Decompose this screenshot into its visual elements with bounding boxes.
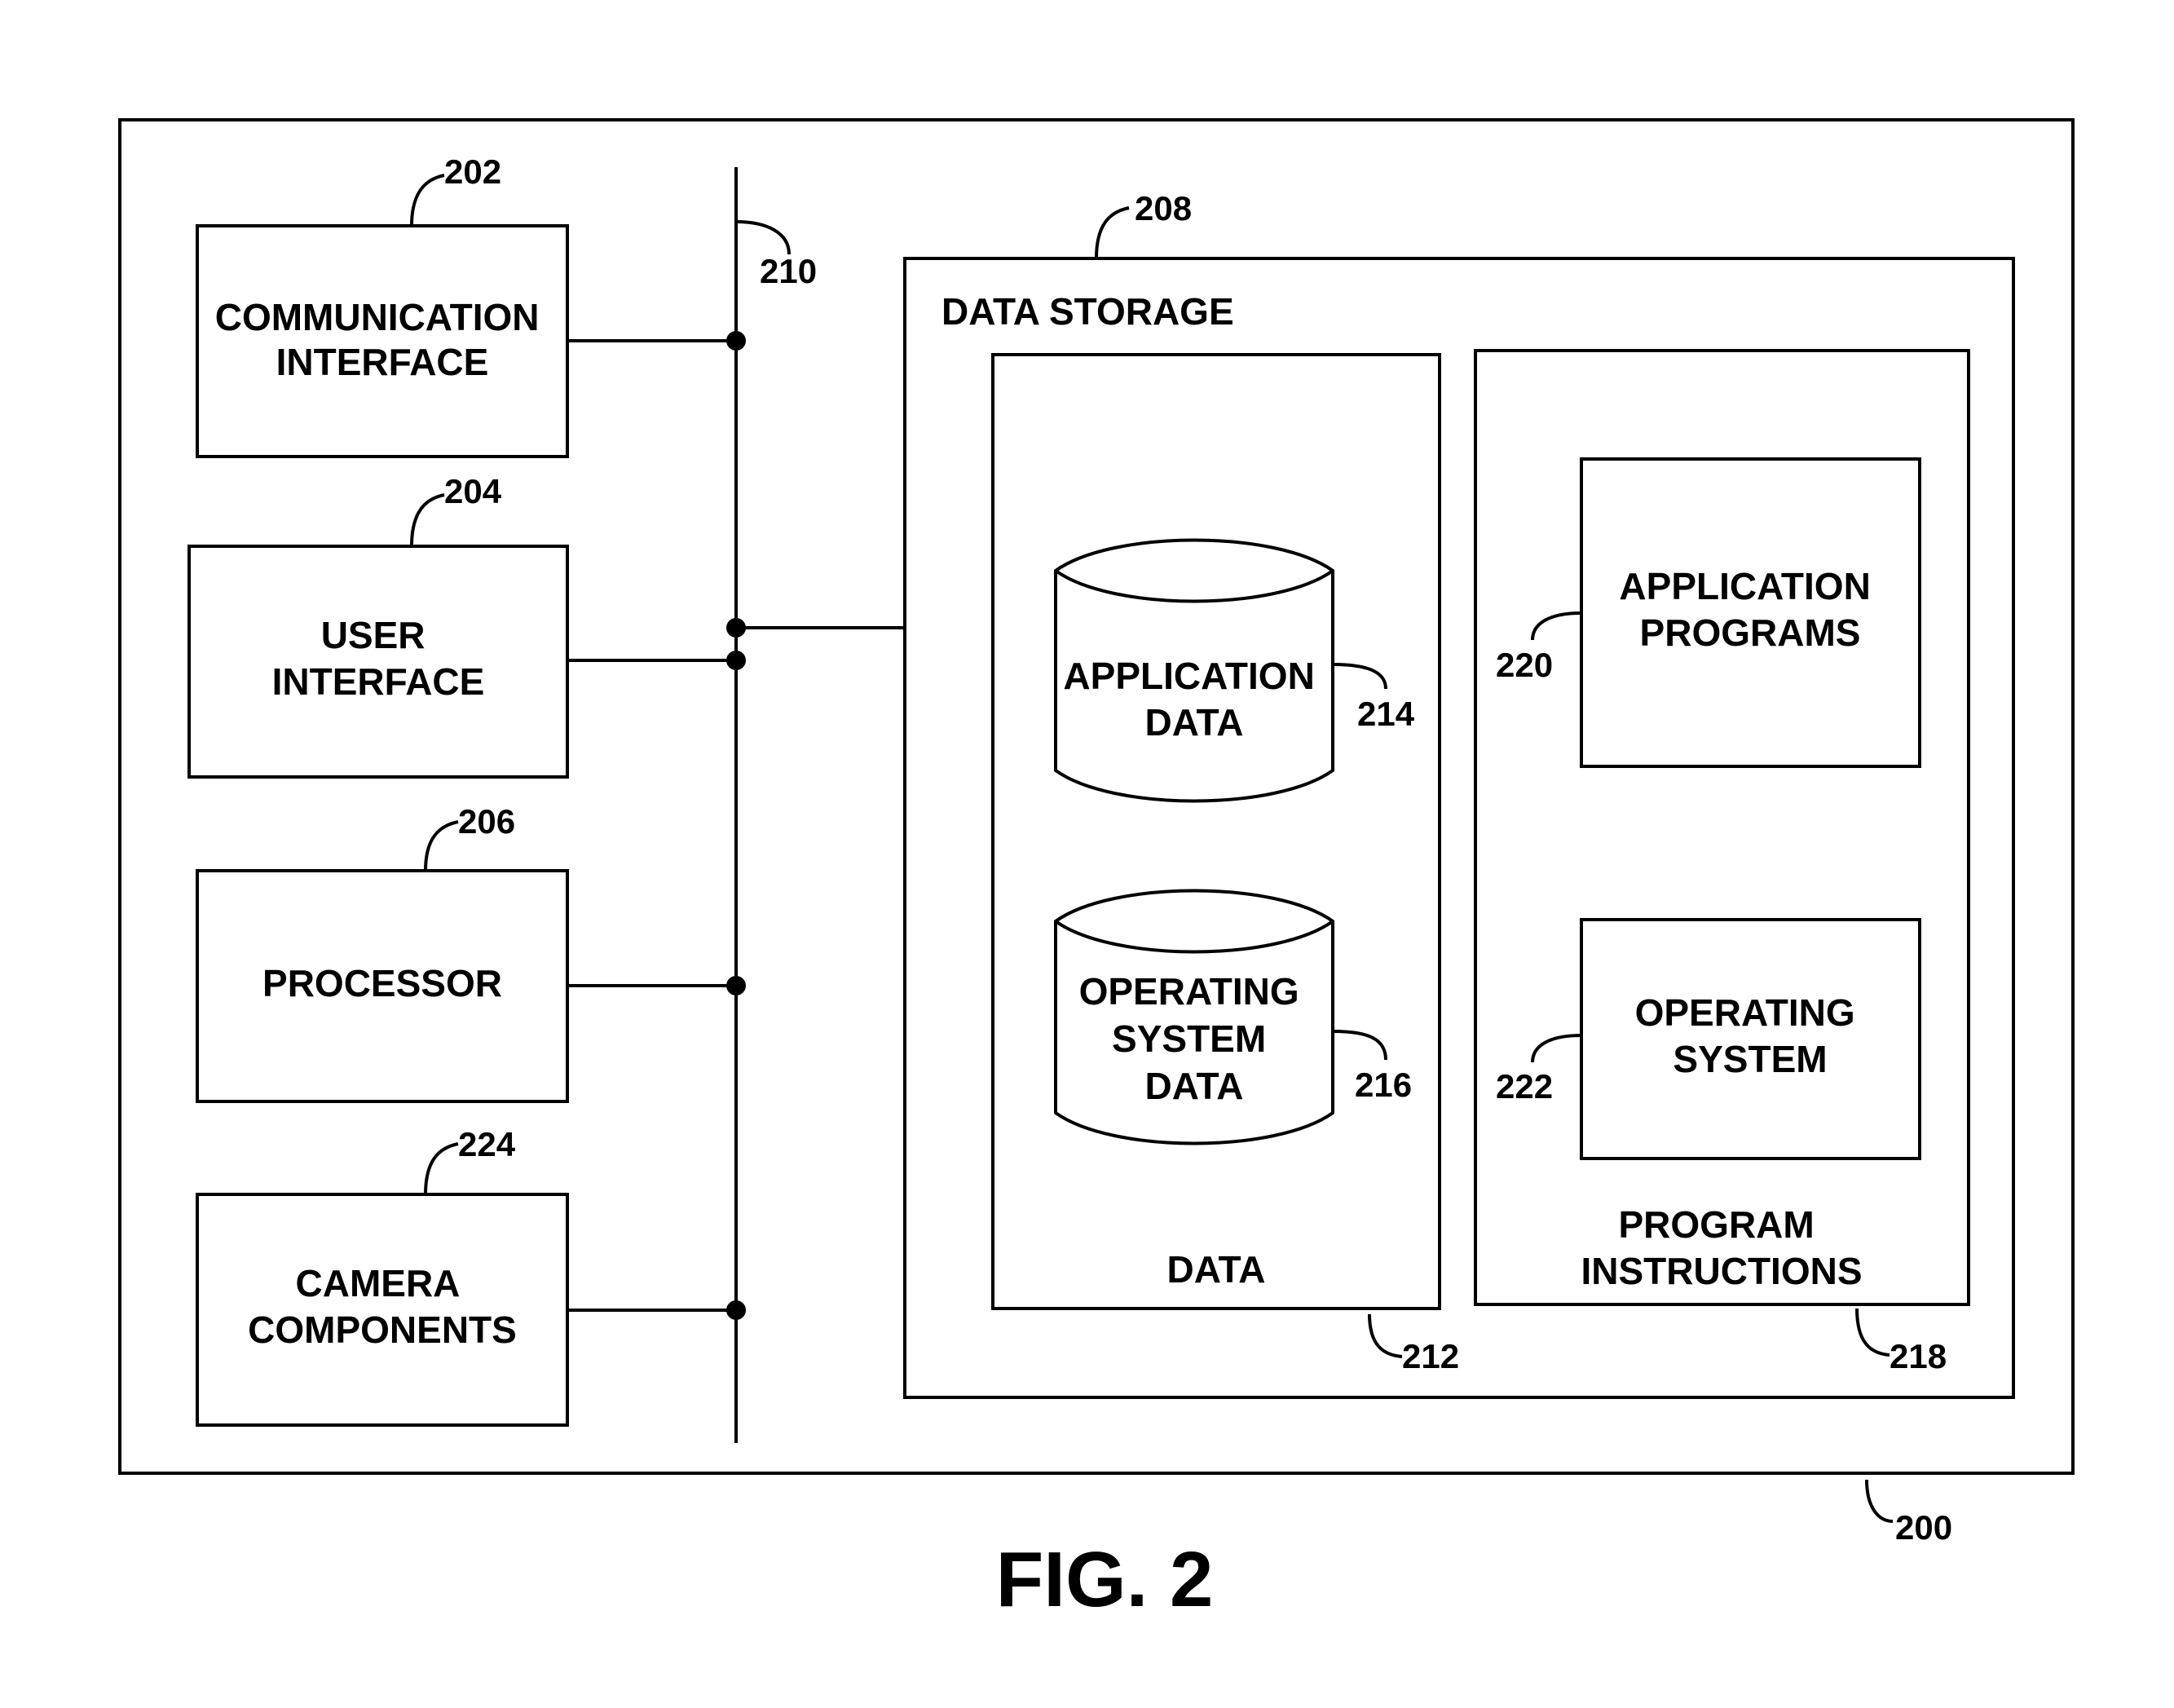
- program-instructions-line-2: INSTRUCTIONS: [1581, 1250, 1863, 1292]
- camera-components-line-1: CAMERA: [296, 1262, 460, 1304]
- operating-system-data-line-2: SYSTEM: [1112, 1017, 1266, 1060]
- bus-leader: [736, 222, 789, 254]
- processor-line-1: PROCESSOR: [262, 962, 502, 1004]
- communication-interface-junction: [726, 331, 746, 351]
- data-box: [993, 355, 1440, 1309]
- application-data-leader: [1333, 664, 1386, 689]
- figure-caption: FIG. 2: [996, 1536, 1214, 1623]
- operating-system-data-store: OPERATING SYSTEM DATA 216: [1056, 891, 1412, 1144]
- application-programs-leader: [1532, 613, 1581, 640]
- program-instructions-line-1: PROGRAM: [1618, 1203, 1814, 1246]
- operating-system-ref: 222: [1496, 1067, 1553, 1106]
- user-interface-leader: [412, 495, 444, 546]
- data-storage-junction: [726, 618, 746, 638]
- data-storage-label: DATA STORAGE: [941, 290, 1234, 333]
- operating-system-data-ref: 216: [1355, 1066, 1412, 1104]
- camera-components-ref: 224: [458, 1125, 516, 1163]
- application-data-line-1: APPLICATION: [1063, 655, 1314, 697]
- application-data-label: APPLICATION DATA: [1063, 655, 1325, 744]
- processor-label: PROCESSOR: [262, 962, 502, 1004]
- processor-junction: [726, 976, 746, 995]
- program-instructions-block: PROGRAM INSTRUCTIONS 218 APPLICATION PRO…: [1475, 351, 1969, 1375]
- communication-interface-line-1: COMMUNICATION: [215, 296, 540, 338]
- application-data-line-2: DATA: [1145, 701, 1244, 744]
- data-block: DATA 212 APPLICATION DATA 214 OPERATING: [993, 355, 1459, 1375]
- data-storage-leader: [1096, 208, 1129, 258]
- processor-leader: [426, 822, 458, 871]
- processor-block: PROCESSOR 206: [197, 802, 746, 1101]
- user-interface-label: USER INTERFACE: [272, 614, 485, 703]
- program-instructions-ref: 218: [1890, 1337, 1947, 1375]
- operating-system-leader: [1532, 1035, 1581, 1062]
- user-interface-line-1: USER: [321, 614, 426, 656]
- communication-interface-line-2: INTERFACE: [276, 341, 489, 383]
- application-programs-line-2: PROGRAMS: [1640, 611, 1861, 654]
- program-instructions-label: PROGRAM INSTRUCTIONS: [1581, 1203, 1863, 1292]
- operating-system-line-2: SYSTEM: [1673, 1038, 1827, 1080]
- application-programs-ref: 220: [1496, 646, 1553, 684]
- application-programs-label: APPLICATION PROGRAMS: [1619, 565, 1881, 654]
- application-data-store: APPLICATION DATA 214: [1056, 541, 1415, 801]
- camera-components-block: CAMERA COMPONENTS 224: [197, 1125, 746, 1425]
- program-instructions-box: [1475, 351, 1969, 1304]
- data-storage-ref: 208: [1135, 189, 1192, 227]
- data-leader: [1369, 1314, 1402, 1357]
- camera-components-line-2: COMPONENTS: [248, 1309, 517, 1351]
- application-data-ref: 214: [1357, 695, 1415, 733]
- user-interface-junction: [726, 651, 746, 670]
- device-ref: 200: [1895, 1508, 1952, 1547]
- application-data-cylinder-rim: [1056, 571, 1333, 602]
- data-storage-block: DATA STORAGE 208 DATA 212 APPLICATION DA…: [905, 189, 2013, 1397]
- operating-system-data-cylinder-rim: [1056, 921, 1333, 952]
- operating-system-module: OPERATING SYSTEM 222: [1496, 920, 1920, 1159]
- camera-components-leader: [426, 1144, 458, 1194]
- data-ref: 212: [1402, 1337, 1459, 1375]
- operating-system-data-leader: [1333, 1031, 1386, 1060]
- communication-interface-block: COMMUNICATION INTERFACE 202: [197, 152, 746, 457]
- data-label: DATA: [1167, 1248, 1266, 1291]
- program-instructions-leader: [1857, 1309, 1890, 1355]
- user-interface-block: USER INTERFACE 204: [189, 472, 746, 777]
- application-programs-module: APPLICATION PROGRAMS 220: [1496, 459, 1920, 766]
- device-leader: [1867, 1480, 1893, 1521]
- communication-interface-leader: [412, 175, 444, 226]
- camera-components-label: CAMERA COMPONENTS: [248, 1262, 517, 1351]
- data-storage-box: [905, 258, 2013, 1397]
- operating-system-data-label: OPERATING SYSTEM DATA: [1079, 970, 1310, 1107]
- operating-system-data-line-3: DATA: [1145, 1065, 1244, 1107]
- communication-interface-ref: 202: [444, 152, 501, 191]
- communication-interface-label: COMMUNICATION INTERFACE: [215, 296, 550, 383]
- bus-ref: 210: [760, 252, 817, 290]
- user-interface-line-2: INTERFACE: [272, 660, 485, 703]
- operating-system-line-1: OPERATING: [1635, 991, 1855, 1034]
- camera-components-junction: [726, 1300, 746, 1320]
- user-interface-ref: 204: [444, 472, 502, 510]
- operating-system-label: OPERATING SYSTEM: [1635, 991, 1866, 1080]
- operating-system-data-line-1: OPERATING: [1079, 970, 1299, 1013]
- processor-ref: 206: [458, 802, 515, 841]
- application-programs-line-1: APPLICATION: [1619, 565, 1870, 607]
